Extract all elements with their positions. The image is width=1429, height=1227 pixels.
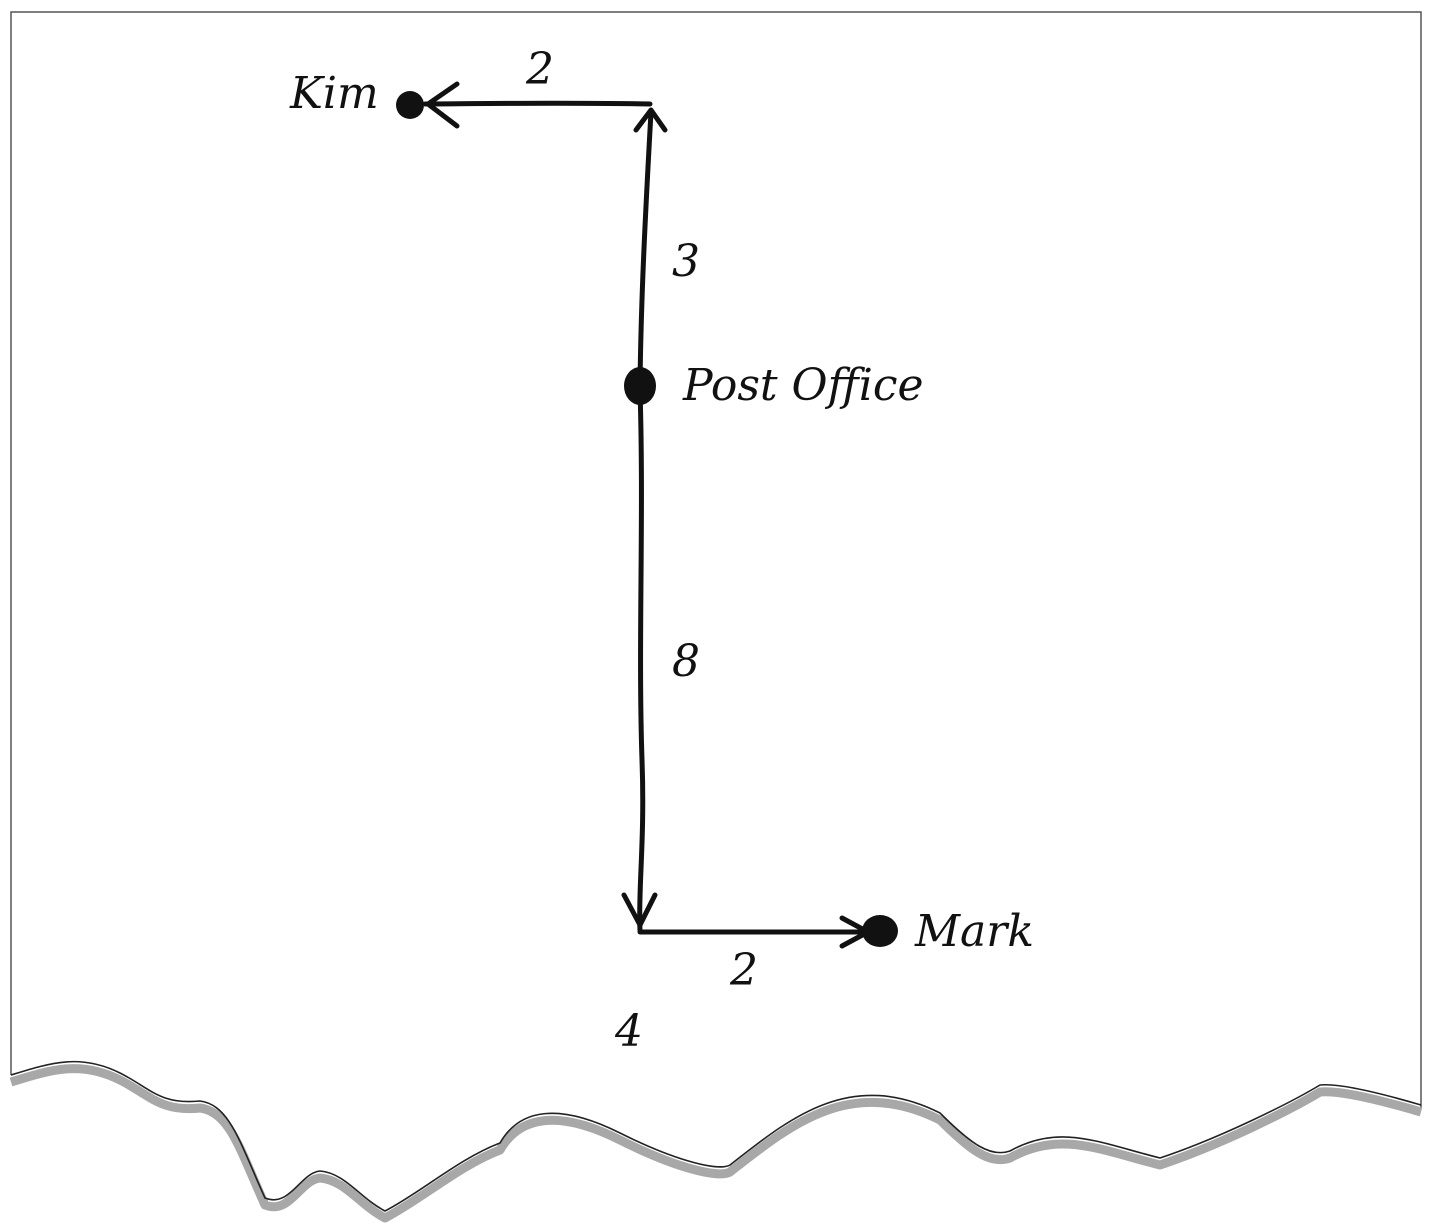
node-kim <box>396 91 424 119</box>
torn-edge-shadow <box>9 1064 1423 1223</box>
label-post-office: Post Office <box>682 360 924 411</box>
label-mark: Mark <box>914 906 1034 957</box>
arrowhead-top-icon <box>633 107 668 133</box>
edge-post-office-to-bottom <box>637 387 646 933</box>
node-mark <box>862 915 898 947</box>
paper-border <box>10 11 1422 1108</box>
label-edge-post-office-to-top: 3 <box>672 236 700 287</box>
label-edge-mark-horizontal: 2 <box>729 945 758 996</box>
label-kim: Kim <box>289 68 379 119</box>
label-edge-kim-horizontal: 2 <box>525 44 554 95</box>
node-post-office <box>624 367 656 405</box>
edge-kim-horizontal <box>422 100 653 107</box>
label-edge-post-office-to-bottom: 8 <box>672 636 700 687</box>
arrowhead-kim-icon <box>425 81 460 129</box>
torn-edge <box>10 1060 1422 1212</box>
arrowhead-bottom-icon <box>621 892 658 928</box>
edge-post-office-to-top <box>637 109 654 388</box>
label-extra-four: 4 <box>614 1006 643 1057</box>
